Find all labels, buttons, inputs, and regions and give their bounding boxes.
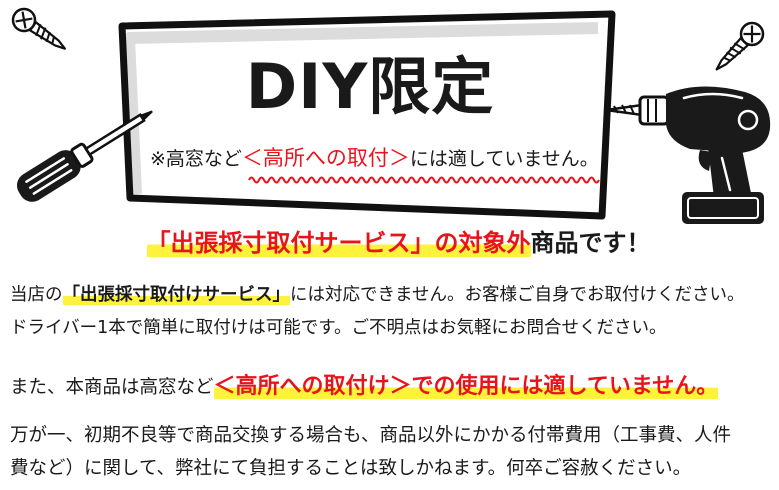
wavy-underline <box>248 176 600 184</box>
banner-note-suffix: には適していません。 <box>409 148 599 170</box>
power-drill-icon <box>604 86 771 224</box>
notice-3-line-2: 費など）に関して、弊社にて負担することは致しかねます。何卒ご容赦ください。 <box>10 458 692 479</box>
banner-frame <box>118 10 616 220</box>
wavy-underline-path <box>248 176 600 184</box>
notice-2: また、本商品は高窓など＜高所への取付け＞での使用には適していません。 <box>10 374 719 400</box>
notice-1-prefix: 当店の <box>10 285 63 305</box>
banner-note: ※高窓など＜高所への取付＞には適していません。 <box>150 146 599 171</box>
notice-3-line-1: 万が一、初期不良等で商品交換する場合も、商品以外にかかる付帯費用（工事費、人件 <box>10 425 731 446</box>
headline: 「出張採寸取付サービス」の対象外商品です！ <box>0 229 779 258</box>
headline-rest: 商品です！ <box>530 229 651 257</box>
notice-1-highlight: 「出張採寸取付けサービス」 <box>62 285 290 305</box>
notice-1-suffix: には対応できません。お客様ご自身でお取付けください。 <box>290 285 745 305</box>
banner-frame-outline <box>118 10 616 220</box>
screwdriver-icon <box>16 110 153 202</box>
notice-2-prefix: また、本商品は高窓など <box>10 377 214 398</box>
banner-note-prefix: ※高窓など <box>150 148 242 170</box>
headline-highlight: 「出張採寸取付サービス」の対象外 <box>146 229 531 257</box>
notice-1-line-1: 当店の「出張採寸取付けサービス」には対応できません。お客様ご自身でお取付けくださ… <box>10 285 744 306</box>
notice-2-highlight: ＜高所への取付け＞での使用には適していません。 <box>213 374 719 399</box>
page-title: DIY限定 <box>245 50 495 123</box>
screw-icon <box>11 7 67 50</box>
banner-note-highlight: ＜高所への取付＞ <box>241 146 410 170</box>
notice-1-line-2: ドライバー1本で簡単に取付けは可能です。ご不明点はお気軽にお問合せください。 <box>10 318 667 338</box>
screw-icon <box>715 21 765 71</box>
banner-frame-shadow <box>123 22 599 195</box>
